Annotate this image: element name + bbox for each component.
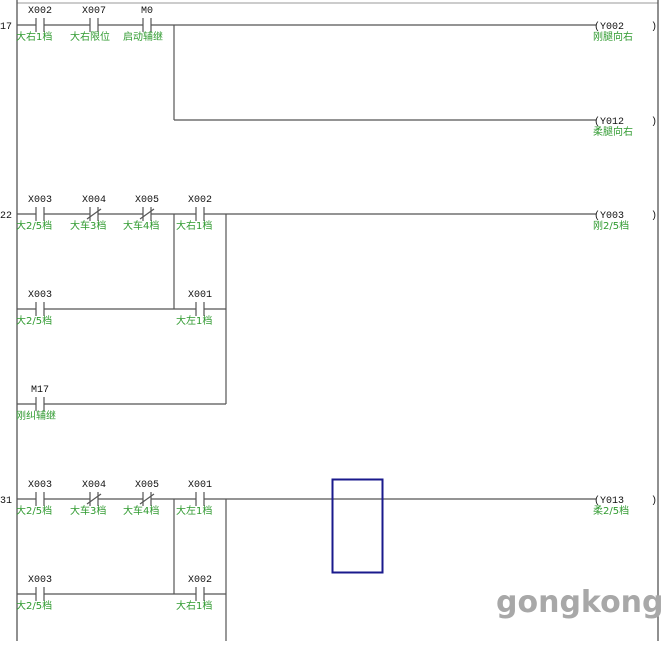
no-contact-x003[interactable]: X003 大2/5档 bbox=[16, 480, 52, 517]
contact-comment: 大2/5档 bbox=[16, 314, 52, 327]
contact-comment: 大车4档 bbox=[123, 219, 159, 232]
nc-contact-x004[interactable]: X004 大车3档 bbox=[70, 480, 106, 517]
selection-cursor[interactable] bbox=[331, 478, 384, 574]
no-contact-x007[interactable]: X007 大右限位 bbox=[70, 6, 110, 43]
no-contact-m0[interactable]: M0 启动辅继 bbox=[123, 6, 163, 43]
nc-contact-x005[interactable]: X005 大车4档 bbox=[123, 480, 159, 517]
contact-address: X003 bbox=[28, 575, 52, 586]
coil-close-paren: ) bbox=[651, 210, 657, 222]
no-contact-x002[interactable]: X002 大右1档 bbox=[16, 6, 52, 43]
no-contact-x001[interactable]: X001 大左1档 bbox=[176, 290, 212, 327]
step-number: 31 bbox=[0, 496, 12, 507]
contact-address: M0 bbox=[141, 6, 153, 17]
contact-comment: 启动辅继 bbox=[123, 30, 163, 43]
no-contact-x003[interactable]: X003 大2/5档 bbox=[16, 575, 52, 612]
coil-comment: 刚2/5档 bbox=[593, 219, 629, 232]
coil-open-paren: ( bbox=[594, 210, 600, 222]
contact-comment: 大右1档 bbox=[176, 599, 212, 612]
coil-open-paren: ( bbox=[594, 116, 600, 128]
nc-contact-x004[interactable]: X004 大车3档 bbox=[70, 195, 106, 232]
no-contact-x003[interactable]: X003 大2/5档 bbox=[16, 195, 52, 232]
contact-address: X005 bbox=[135, 480, 159, 491]
contact-comment: 大右1档 bbox=[176, 219, 212, 232]
watermark: gongkong bbox=[496, 585, 664, 620]
contact-address: X002 bbox=[188, 575, 212, 586]
contact-address: X005 bbox=[135, 195, 159, 206]
step-number: 22 bbox=[0, 211, 12, 222]
coil-open-paren: ( bbox=[594, 21, 600, 33]
coil-address: Y013 bbox=[600, 496, 624, 507]
contact-address: X001 bbox=[188, 290, 212, 301]
coil-close-paren: ) bbox=[651, 495, 657, 507]
coil-comment: 刚腿向右 bbox=[593, 30, 633, 43]
contact-address: X002 bbox=[28, 6, 52, 17]
rung-22: 22X003大2/5档X004大车3档X005大车4档X002大右1档X003大… bbox=[0, 195, 657, 422]
coil-open-paren: ( bbox=[594, 495, 600, 507]
contact-comment: 大右限位 bbox=[70, 30, 110, 43]
contact-comment: 大车3档 bbox=[70, 219, 106, 232]
nc-contact-x005[interactable]: X005 大车4档 bbox=[123, 195, 159, 232]
contact-address: M17 bbox=[31, 385, 49, 396]
contact-comment: 大车3档 bbox=[70, 504, 106, 517]
coil-address: Y003 bbox=[600, 211, 624, 222]
contact-address: X004 bbox=[82, 195, 106, 206]
contact-slash bbox=[86, 493, 102, 505]
contact-address: X003 bbox=[28, 195, 52, 206]
contact-address: X004 bbox=[82, 480, 106, 491]
no-contact-x002[interactable]: X002 大右1档 bbox=[176, 575, 212, 612]
contact-slash bbox=[139, 208, 155, 220]
contact-comment: 大左1档 bbox=[176, 504, 212, 517]
contact-comment: 大右1档 bbox=[16, 30, 52, 43]
coil-comment: 柔腿向右 bbox=[593, 125, 633, 138]
contact-slash bbox=[86, 208, 102, 220]
coil-comment: 柔2/5档 bbox=[593, 504, 629, 517]
step-number: 17 bbox=[0, 22, 12, 33]
no-contact-x003[interactable]: X003 大2/5档 bbox=[16, 290, 52, 327]
coil-close-paren: ) bbox=[651, 21, 657, 33]
no-contact-x001[interactable]: X001 大左1档 bbox=[176, 480, 212, 517]
contact-address: X007 bbox=[82, 6, 106, 17]
contact-address: X003 bbox=[28, 290, 52, 301]
contact-comment: 大左1档 bbox=[176, 314, 212, 327]
contact-comment: 大车4档 bbox=[123, 504, 159, 517]
contact-address: X002 bbox=[188, 195, 212, 206]
rung-17: 17X002大右1档X007大右限位M0启动辅继(Y002刚腿向右)(Y012柔… bbox=[0, 6, 657, 138]
contact-comment: 大2/5档 bbox=[16, 219, 52, 232]
contact-slash bbox=[139, 493, 155, 505]
coil-address: Y002 bbox=[600, 22, 624, 33]
contact-address: X001 bbox=[188, 480, 212, 491]
rung-31: 31X003大2/5档X004大车3档X005大车4档X001大左1档X003大… bbox=[0, 480, 657, 641]
coil-close-paren: ) bbox=[651, 116, 657, 128]
contact-address: X003 bbox=[28, 480, 52, 491]
coil-address: Y012 bbox=[600, 117, 624, 128]
no-contact-m17[interactable]: M17 刚纠辅继 bbox=[16, 385, 56, 422]
contact-comment: 大2/5档 bbox=[16, 599, 52, 612]
contact-comment: 刚纠辅继 bbox=[16, 409, 56, 422]
no-contact-x002[interactable]: X002 大右1档 bbox=[176, 195, 212, 232]
contact-comment: 大2/5档 bbox=[16, 504, 52, 517]
